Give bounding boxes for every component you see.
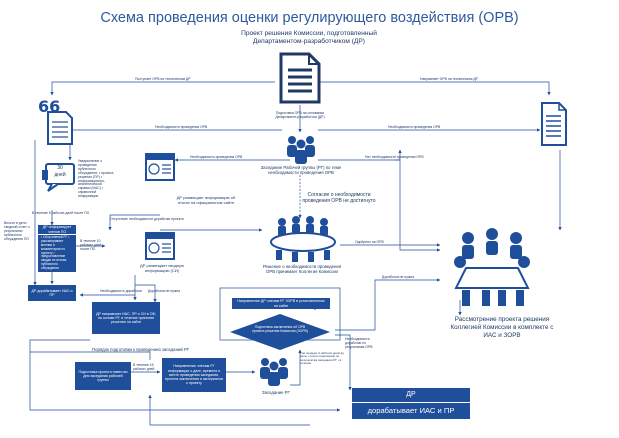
prep-zorv-diamond [230,314,330,350]
no-need-right-label: Нет необходимости проведения ОРВ [365,155,424,159]
within-10-label: В течение 10 рабочих дней после ПО [80,239,102,251]
left-notice-label: Уведомление о проведении публичного обсу… [78,159,114,199]
dr-revision-to-label: Доработка не нужна [382,275,415,279]
dr-info-title: ДР информирует членов ПО [38,225,76,234]
page-title: Схема проведения оценки регулирующего во… [100,10,519,26]
decision-label: Решение о необходимости проведения ОРВ п… [262,264,342,274]
within-5-label: В течение 5 рабочих дней после ПО [32,211,90,215]
need-right-label: Необходимость проведения ОРВ [388,125,441,129]
within-15-label: В течение 15 рабочих дней [133,363,155,371]
dr-send-box: ДР направляет ИАС, ПР и СИ в ОБ; на осно… [92,302,160,334]
revision-ok-label: Доработка не нужна [148,289,181,293]
wg-meeting-label: Заседание Рабочей группы (РГ) по теме не… [260,165,342,175]
website-icon-2 [145,232,175,260]
small-notes-label: • не позднее 2 рабочих дней до даты • по… [300,351,344,366]
wg-meeting2-label: Заседание РГ [262,390,290,395]
document-quote-icon: 66 [38,98,73,145]
send-summary-box: Направление ДР членам РГ ЗОРВ в установл… [232,298,330,309]
no-need-left-label: Необходимость проведения ОРВ [190,155,243,159]
document-icon [279,52,321,104]
arrow-label-top-right: Направляет ОРВ на техническом ДР [420,77,478,81]
website-icon [145,153,175,181]
people-group-icon [287,136,315,164]
people-group-icon-2 [260,358,288,386]
subtitle: Проект решения Комиссии, подготовленный … [241,30,377,45]
prep-meeting-box: Подготовка проекта повестки дня заседани… [75,362,131,390]
send-materials-box: Направление членам РГ информации о дате,… [162,358,226,392]
prep-zorv-label: Подготовка заключения об ОРВ проекта реш… [252,325,308,333]
days-number: 30 [57,165,63,171]
adopted-label: Одобрено на ОРВ [355,240,384,244]
dr-box-body: дорабатывает ИАС и ПР [352,403,470,419]
speech-bubble-icon [42,163,75,192]
need-revision-label: Необходимость доработки [100,289,142,293]
dr-sent-remarks-label: Отсутствие необходимости доработки проек… [110,217,184,221]
dr-info-body: • Сбор мнений РГ • рассматривает мнения … [38,235,76,272]
dr-box-title: ДР [352,388,470,402]
review-label: Рассмотрение проекта решения Коллегией К… [450,316,554,340]
meeting-order-label: Порядок подготовки к проведению заседани… [92,347,190,352]
document-icon-right [541,102,567,146]
agree-label: Согласие о необходимости проведения ОРВ … [302,192,376,204]
meeting-table-icon [270,216,336,262]
dr-revises-ias-box: ДР дорабатывает ИАС и ПР [28,285,76,301]
dr-posts-site-label: ДР размещает информацию об итогах на офи… [176,195,236,205]
dr-posts-si-label: ДР размещает сводную информацию (СИ) [140,263,185,273]
side-text-label: Вносит в дело сводный отчет о результата… [4,221,30,241]
meeting-table-icon-large [454,228,530,306]
arrow-label-top-left: Поступает ОРВ на техническом ДР [135,77,191,81]
doc-under-label: Подготовка ОРВ на основании Департамент-… [275,111,325,119]
days-word: дней [54,172,66,178]
need-result-label: Необходимость доработки по результатам О… [345,337,373,349]
need-left-label: Необходимость проведения ОРВ [155,125,208,129]
